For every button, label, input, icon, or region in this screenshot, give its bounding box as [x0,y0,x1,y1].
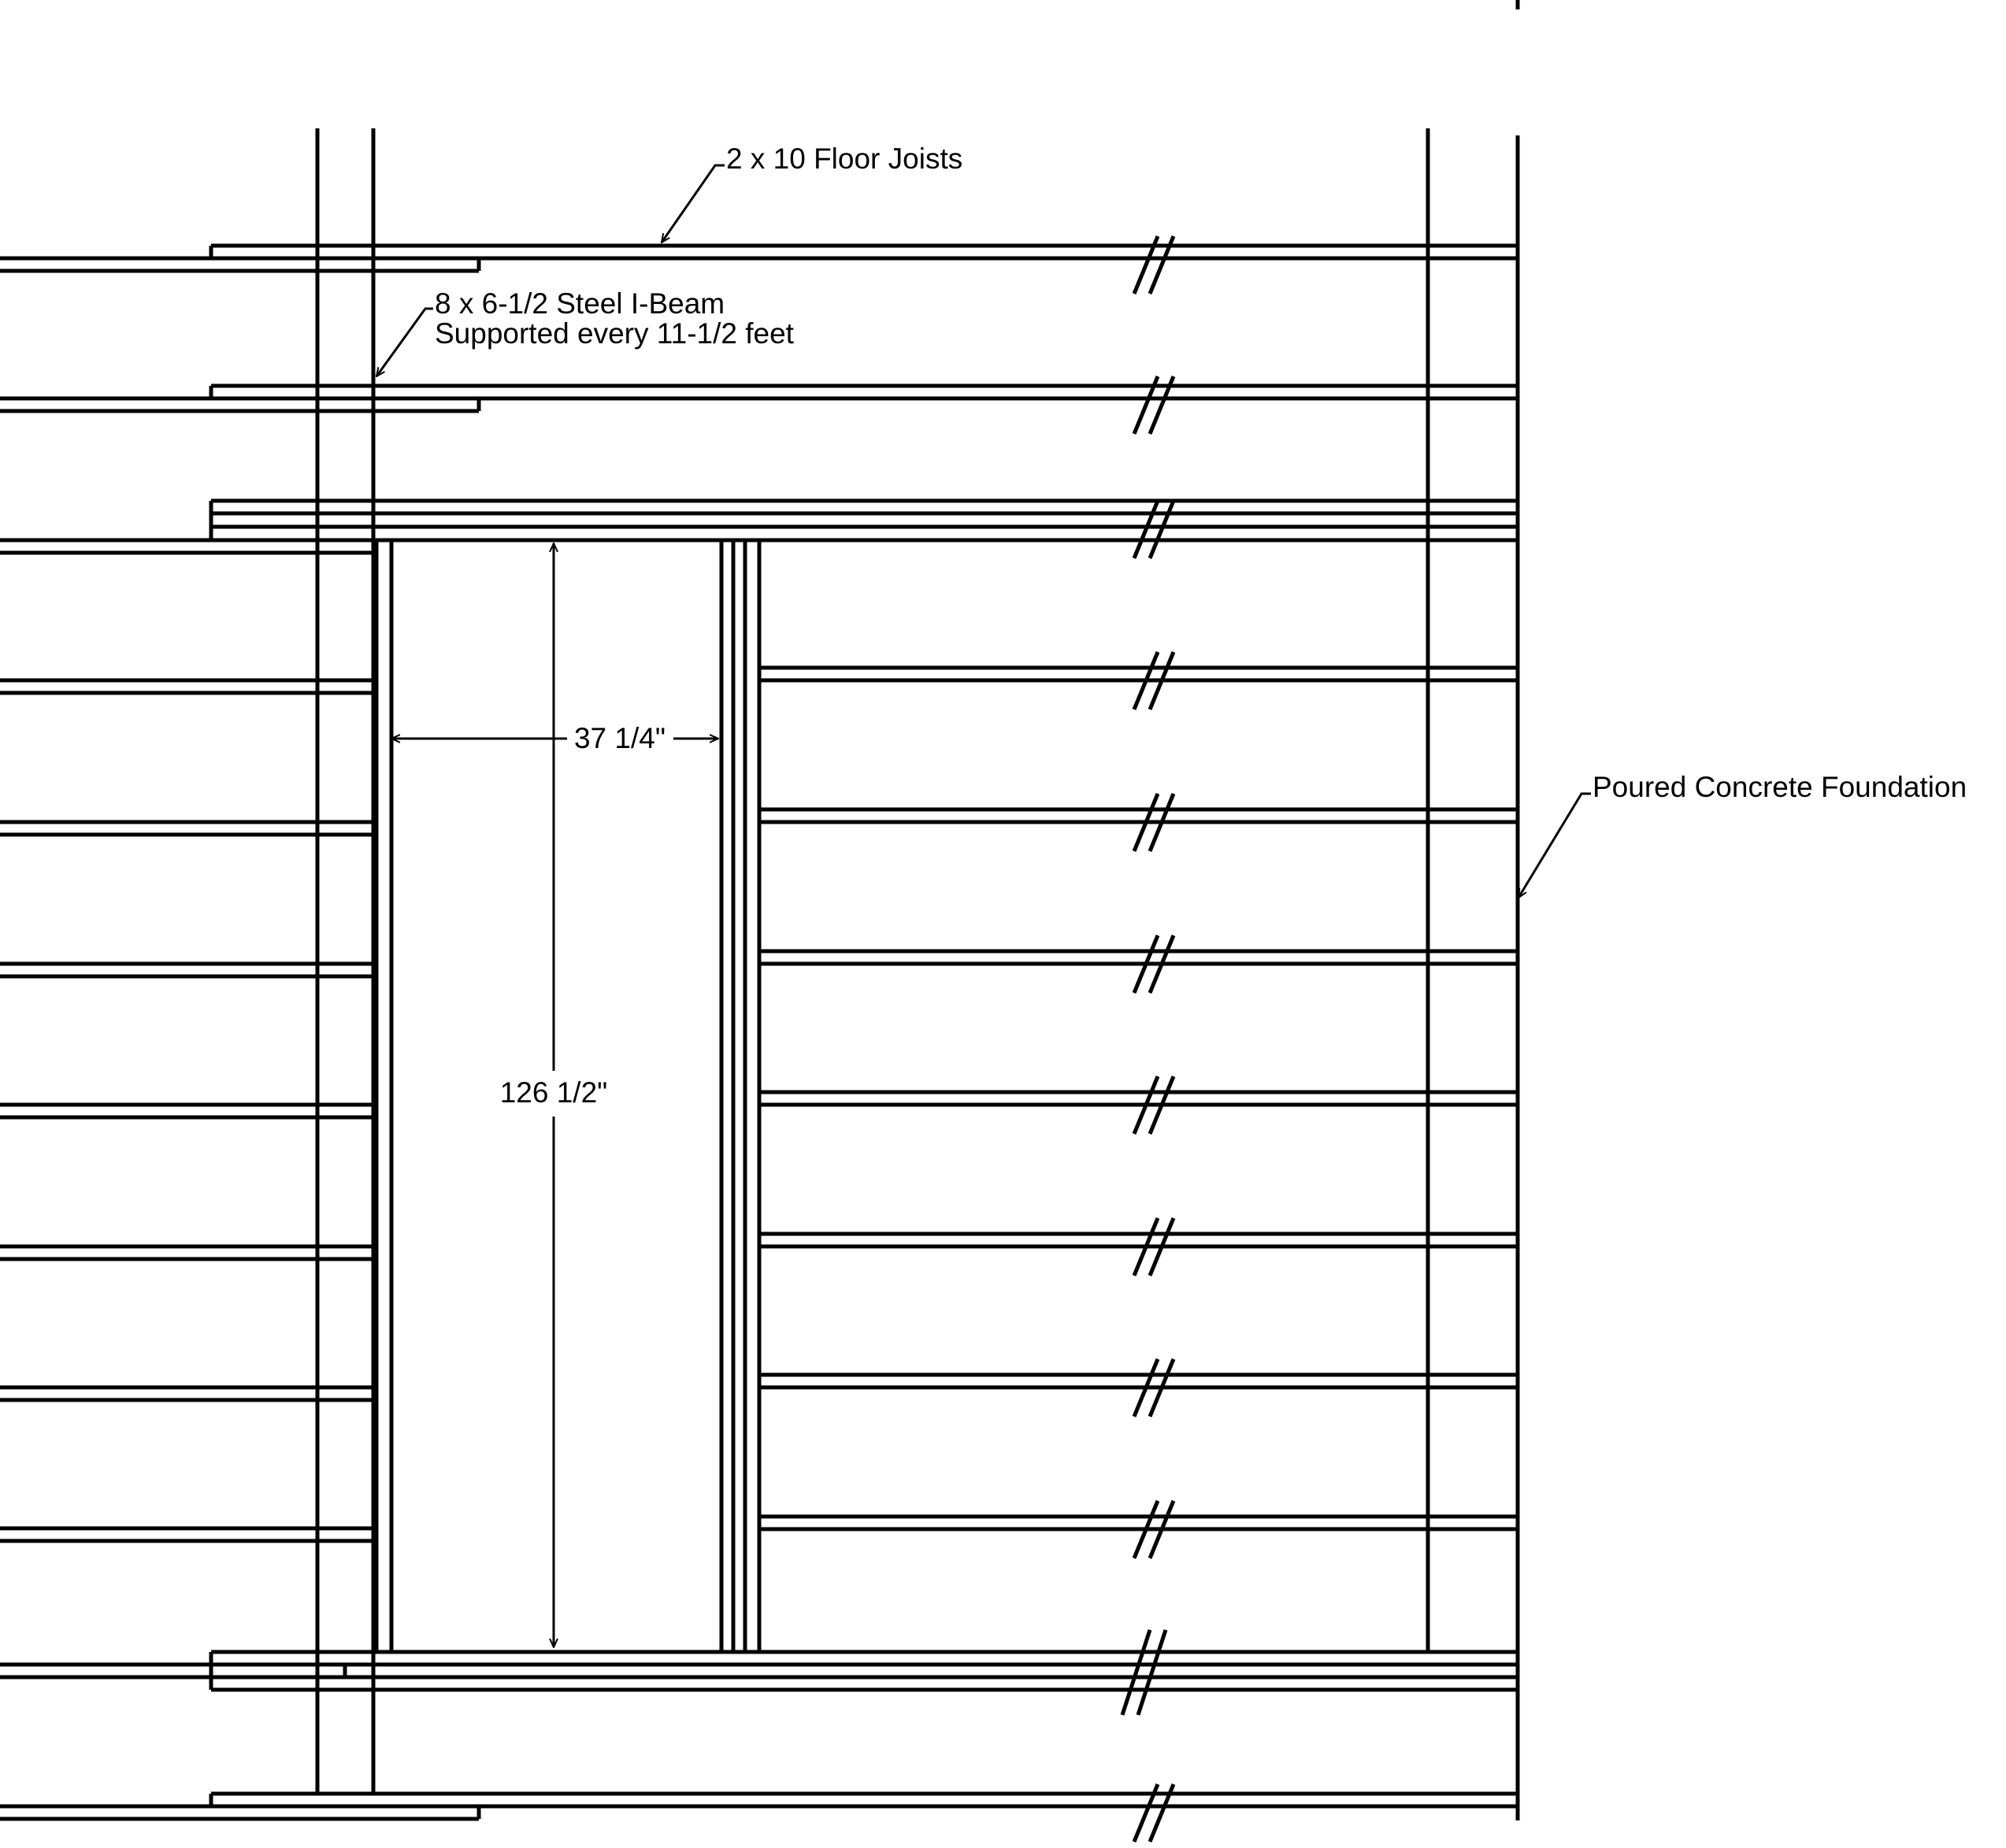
joist-1-break-a [1132,235,1160,294]
tail-joist-right-1-break-a [1132,651,1160,710]
tail-joist-right-6-break-b [1148,1358,1176,1417]
labels: 2 x 10 Floor Joists 8 x 6-1/2 Steel I-Be… [435,143,1967,1109]
foundation-label: Poured Concrete Foundation [1593,771,1967,803]
header-bottom-break-a [1120,1629,1152,1716]
ibeam-leader [376,307,433,376]
joist-1-break-b [1148,235,1176,294]
tail-joist-right-7-break-a [1132,1500,1160,1559]
tail-joist-right-2-break-b [1148,793,1176,852]
header-bottom-break-b [1136,1629,1168,1716]
tail-joist-right-3-break-b [1148,935,1176,994]
opening-length-dimension: 126 1/2" [500,1076,608,1109]
header-top-break-a [1132,500,1160,559]
tail-joist-right-5-break-a [1132,1217,1160,1276]
tail-joist-right-3-break-a [1132,935,1160,994]
opening-width-dimension: 37 1/4" [574,722,666,754]
floor-joists-label: 2 x 10 Floor Joists [726,143,962,175]
ibeam-label-line1: 8 x 6-1/2 Steel I-Beam [435,287,725,320]
foundation-leader [1517,792,1591,898]
ibeam-label-line2: Supported every 11-1/2 feet [435,317,795,350]
tail-joist-right-1-break-b [1148,651,1176,710]
tail-joist-right-7-break-b [1148,1500,1176,1559]
joist-2-break-a [1132,376,1160,435]
tail-joist-right-4-break-b [1148,1076,1176,1135]
joist-2-break-b [1148,376,1176,435]
callouts [376,164,1591,1647]
tail-joist-right-2-break-a [1132,793,1160,852]
framing-lines [0,0,1520,1842]
header-top-break-b [1148,500,1176,559]
tail-joist-right-4-break-a [1132,1076,1160,1135]
tail-joist-right-5-break-b [1148,1217,1176,1276]
floor-joists-leader [662,164,725,243]
tail-joist-right-6-break-a [1132,1358,1160,1417]
joist-11-break-a [1132,1783,1160,1842]
joist-11-break-b [1148,1783,1176,1842]
